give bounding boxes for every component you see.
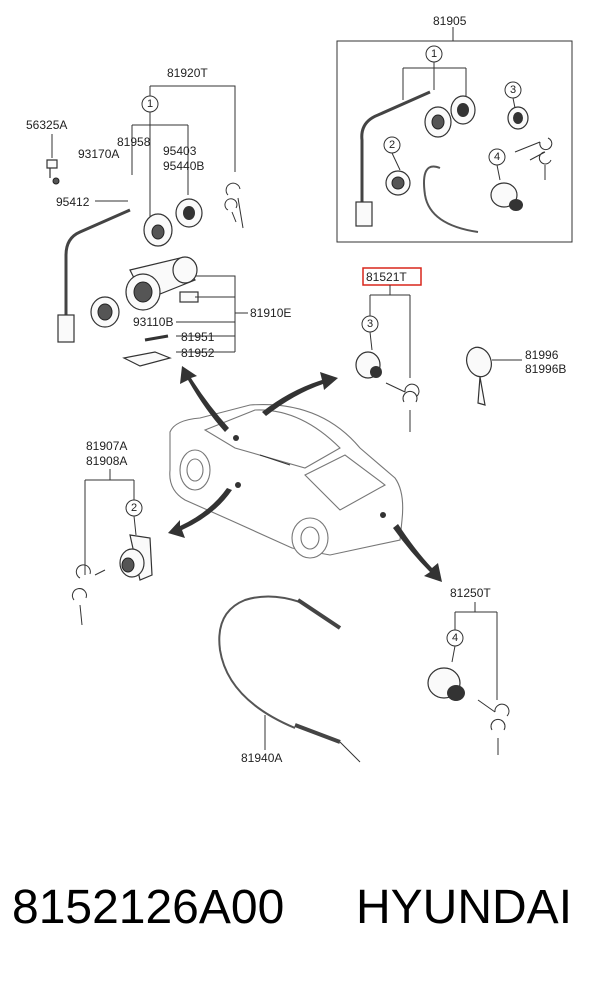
label-81910E: 81910E (250, 306, 291, 320)
label-81907A: 81907A (86, 439, 127, 453)
assembly-81907A: 81907A 81908A 2 (71, 439, 153, 626)
label-81940A: 81940A (241, 751, 282, 765)
assembly-81920T: 81920T 1 56325A 81958 93170A 95403 95440… (26, 66, 244, 343)
label-81952: 81952 (181, 346, 215, 360)
arrows (168, 366, 442, 582)
label-81996B: 81996B (525, 362, 566, 376)
callout-3b: 3 (367, 318, 373, 330)
assembly-81250T: 81250T 4 (427, 586, 510, 755)
callout-2b: 2 (131, 502, 137, 514)
label-56325A: 56325A (26, 118, 67, 132)
callout-4: 4 (494, 151, 500, 163)
label-95440B: 95440B (163, 159, 204, 173)
label-81521T: 81521T (366, 270, 407, 284)
label-95412: 95412 (56, 195, 90, 209)
label-81250T: 81250T (450, 586, 491, 600)
key-81996: 81996 81996B (466, 346, 566, 406)
highlight-box (362, 267, 422, 286)
label-81905: 81905 (433, 14, 467, 28)
kit-81905: 81905 1 3 2 4 (336, 14, 573, 243)
part-number: 8152126A00 (12, 881, 285, 934)
assembly-81521T: 81521T 3 (355, 267, 422, 432)
callout-1: 1 (431, 48, 437, 60)
label-93110B: 93110B (133, 315, 173, 329)
label-81920T: 81920T (167, 66, 208, 80)
callout-2: 2 (389, 139, 395, 151)
label-81951: 81951 (181, 330, 215, 344)
label-81908A: 81908A (86, 454, 127, 468)
brand-name: HYUNDAI (356, 881, 573, 934)
cable-81940A: 81940A (218, 595, 361, 765)
callout-3: 3 (510, 84, 516, 96)
vehicle-illustration (169, 403, 404, 559)
assembly-81910E: 81910E 93110B 81951 81952 (90, 256, 291, 367)
label-81996: 81996 (525, 348, 559, 362)
label-81958: 81958 (117, 135, 151, 149)
parts-diagram: 81905 1 3 2 4 81920T (26, 14, 573, 765)
callout-1b: 1 (147, 98, 153, 110)
caption-bar: 8152126A00 HYUNDAI (0, 880, 600, 950)
label-93170A: 93170A (78, 147, 119, 161)
label-95403: 95403 (163, 144, 197, 158)
callout-4b: 4 (452, 632, 458, 644)
